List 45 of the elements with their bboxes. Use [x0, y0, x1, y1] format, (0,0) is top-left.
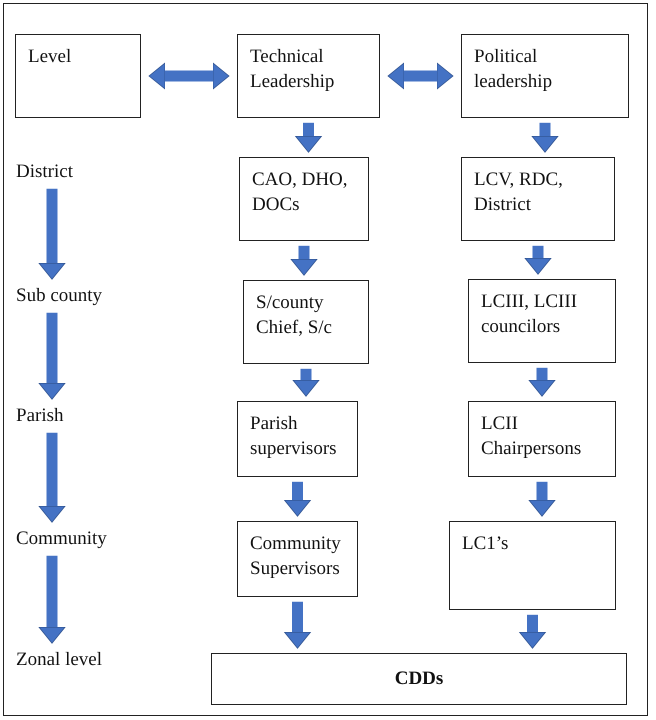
- box-text: Level: [28, 45, 72, 69]
- process-box: [243, 280, 369, 364]
- arrow: [290, 246, 318, 276]
- process-box: [468, 401, 616, 477]
- double-arrow: [388, 62, 454, 90]
- process-box: [239, 157, 369, 241]
- arrow: [532, 122, 558, 153]
- arrow: [38, 188, 66, 280]
- arrow: [524, 246, 552, 275]
- box-text: CAO, DHO, DOCs: [252, 168, 349, 217]
- process-box: [237, 34, 380, 118]
- level-label: Zonal level: [16, 648, 103, 672]
- box-text: Political leadership: [474, 45, 554, 94]
- box-text: LCII Chairpersons: [481, 412, 582, 461]
- arrow: [38, 432, 66, 523]
- process-box: [449, 521, 616, 610]
- box-text: Parish supervisors: [250, 412, 338, 461]
- arrow: [519, 614, 546, 649]
- arrow: [38, 312, 66, 400]
- level-label: District: [16, 160, 74, 184]
- level-label: Community: [16, 527, 108, 551]
- double-arrow: [148, 62, 230, 90]
- arrow: [38, 556, 66, 644]
- arrow: [284, 602, 311, 649]
- box-text: LC1’s: [462, 532, 510, 556]
- arrow: [528, 368, 556, 397]
- process-box: [15, 34, 141, 118]
- arrow: [528, 482, 556, 517]
- process-box: [461, 157, 615, 241]
- arrow: [284, 482, 311, 517]
- process-box: [461, 34, 629, 118]
- process-box: [237, 401, 358, 477]
- box-text: S/county Chief, S/c: [256, 291, 333, 340]
- box-text: Community Supervisors: [250, 532, 342, 581]
- process-box: [237, 521, 358, 597]
- box-text: CDDs: [394, 666, 444, 691]
- process-box: [211, 653, 627, 705]
- box-text: Technical Leadership: [250, 45, 336, 94]
- process-box: [468, 279, 616, 363]
- arrow: [295, 122, 322, 153]
- box-text: LCIII, LCIII councilors: [481, 290, 578, 339]
- level-label: Sub county: [16, 284, 104, 308]
- level-label: Parish: [16, 404, 64, 428]
- box-text: LCV, RDC, District: [474, 168, 564, 217]
- arrow: [292, 368, 320, 397]
